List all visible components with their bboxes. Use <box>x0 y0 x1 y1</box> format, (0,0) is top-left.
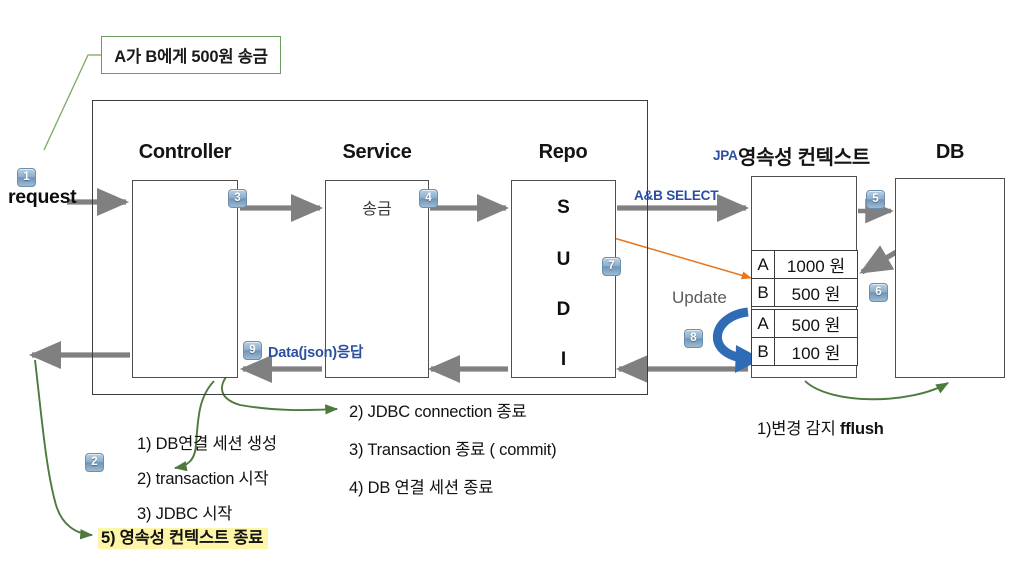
note-right-2: 3) Transaction 종료 ( commit) <box>349 441 557 459</box>
callout-text: A가 B에게 500원 송금 <box>114 48 268 66</box>
title-persistence-context: 영속성 컨텍스트 <box>738 147 870 169</box>
repo-letter-i: I <box>560 349 567 370</box>
table-row: A 1000 원 <box>751 250 858 279</box>
badge-7: 7 <box>602 257 621 276</box>
notes-right-group: 2) JDBC connection 종료 3) Transaction 종료 … <box>349 398 557 498</box>
badge-1: 1 <box>17 168 36 187</box>
repo-letter-d: D <box>556 299 571 320</box>
flush-note-prefix: 1)변경 감지 <box>757 420 840 438</box>
title-service: Service <box>342 141 412 163</box>
annotation-update: Update <box>672 288 727 307</box>
annotation-ab-select: A&B SELECT <box>634 188 719 203</box>
table-row: B 100 원 <box>751 337 858 366</box>
highlighted-note-wrap: 5) 영속성 컨텍스트 종료 <box>98 524 269 549</box>
note-right-1: 2) JDBC connection 종료 <box>349 403 527 421</box>
badge-8: 8 <box>684 329 703 348</box>
application-boundary-box <box>92 100 648 395</box>
row-after-a-key: A <box>751 309 775 338</box>
box-repo: S U D I <box>511 180 616 378</box>
service-inner-label: 송금 <box>362 201 392 218</box>
repo-letter-s: S <box>557 197 570 218</box>
green-curve-to-persistence-close-note <box>34 359 94 540</box>
badge-5: 5 <box>866 190 885 209</box>
table-row: B 500 원 <box>751 278 858 307</box>
note-right-3: 4) DB 연결 세션 종료 <box>349 479 494 497</box>
flush-note: 1)변경 감지 fflush <box>757 415 884 439</box>
note-left-2: 2) transaction 시작 <box>137 470 269 488</box>
box-controller <box>132 180 238 378</box>
request-label: request <box>8 186 77 208</box>
badge-2: 2 <box>85 453 104 472</box>
badge-6: 6 <box>869 283 888 302</box>
title-db: DB <box>935 141 965 163</box>
green-arc-flush-to-db <box>804 380 949 401</box>
persistence-entity-table-updated: A 500 원 B 100 원 <box>751 309 858 366</box>
notes-left-group: 1) DB연결 세션 생성 2) transaction 시작 3) JDBC … <box>137 430 277 524</box>
badge-3: 3 <box>228 189 247 208</box>
title-repo: Repo <box>538 141 588 163</box>
row-after-a-value: 500 원 <box>774 309 858 338</box>
box-db <box>895 178 1005 378</box>
row-before-b-value: 500 원 <box>774 278 858 307</box>
note-left-1: 1) DB연결 세션 생성 <box>137 435 277 453</box>
row-before-a-value: 1000 원 <box>774 250 858 279</box>
note-left-3: 3) JDBC 시작 <box>137 505 233 523</box>
row-after-b-value: 100 원 <box>774 337 858 366</box>
repo-letter-u: U <box>556 249 571 270</box>
note-persistence-context-close: 5) 영속성 컨텍스트 종료 <box>98 528 269 549</box>
title-controller: Controller <box>138 141 232 163</box>
callout-box: A가 B에게 500원 송금 <box>101 36 281 74</box>
persistence-entity-table: A 1000 원 B 500 원 <box>751 250 858 307</box>
row-after-b-key: B <box>751 337 775 366</box>
flush-note-bold: fflush <box>839 420 884 438</box>
table-row: A 500 원 <box>751 309 858 338</box>
annotation-jpa: JPA <box>713 148 738 163</box>
row-before-b-key: B <box>751 278 775 307</box>
badge-9: 9 <box>243 341 262 360</box>
badge-4: 4 <box>419 189 438 208</box>
row-before-a-key: A <box>751 250 775 279</box>
annotation-data-json: Data(json)응답 <box>268 345 364 361</box>
box-service: 송금 <box>325 180 429 378</box>
